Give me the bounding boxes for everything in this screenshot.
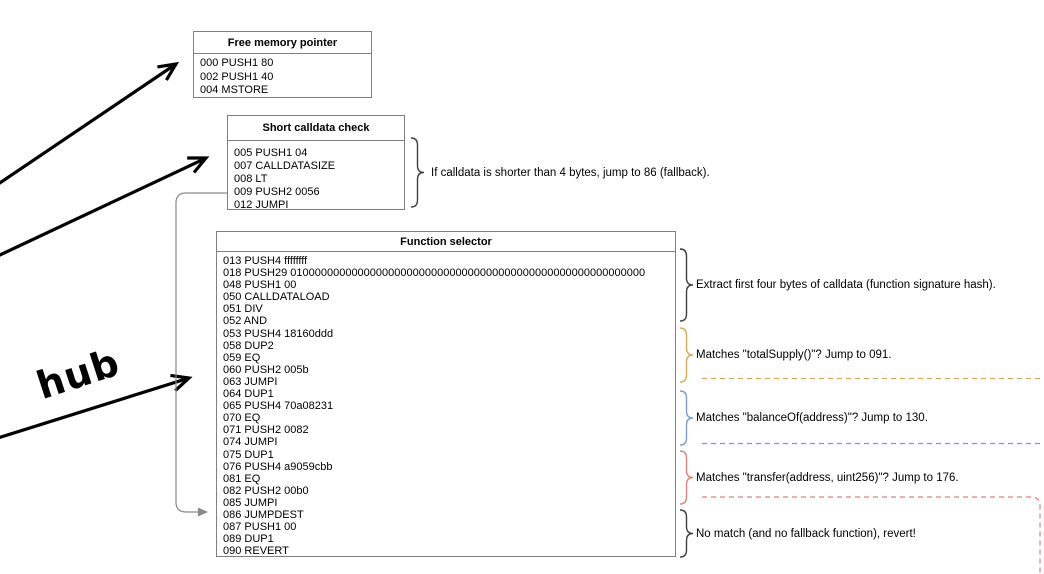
opcode-line: 012 JUMPI: [234, 199, 289, 211]
opcode-line: 002 PUSH1 40: [200, 70, 274, 83]
brace-total-supply: [679, 327, 694, 383]
opcode-line: 063 JUMPI: [223, 375, 278, 388]
opcode-line: 089 DUP1: [223, 533, 274, 546]
brace-no-match: [679, 509, 694, 558]
function-selector-title: Function selector: [217, 232, 675, 252]
short-calldata-annotation: If calldata is shorter than 4 bytes, jum…: [431, 166, 710, 179]
opcode-line: 058 DUP2: [223, 339, 274, 352]
opcode-line: 050 CALLDATALOAD: [223, 291, 330, 304]
transfer-annotation: Matches "transfer(address, uint256)"? Ju…: [696, 471, 959, 484]
opcode-line: 059 EQ: [223, 351, 261, 364]
free-memory-pointer-title: Free memory pointer: [194, 32, 371, 54]
opcode-line: 071 PUSH2 0082: [223, 424, 309, 437]
extract-selector-annotation: Extract first four bytes of calldata (fu…: [696, 279, 996, 291]
opcode-line: 009 PUSH2 0056: [234, 186, 320, 198]
opcode-line: 082 PUSH2 00b0: [223, 484, 309, 497]
opcode-line: 086 JUMPDEST: [223, 508, 304, 521]
opcode-line: 018 PUSH29 01000000000000000000000000000…: [223, 267, 646, 280]
opcode-line: 004 MSTORE: [200, 84, 269, 96]
opcode-line: 090 REVERT: [223, 545, 289, 558]
arrow-to-free-memory-pointer: [0, 61, 180, 185]
opcode-line: 008 LT: [234, 173, 268, 185]
opcode-line: 051 DIV: [223, 303, 263, 316]
brace-extract: [679, 248, 694, 322]
dashed-line-transfer: [702, 496, 1041, 574]
jump-connector-to-fallback: [175, 192, 227, 517]
opcode-line: 060 PUSH2 005b: [223, 363, 309, 376]
opcode-line: 005 PUSH1 04: [234, 147, 308, 159]
opcode-line: 007 CALLDATASIZE: [234, 160, 336, 172]
opcode-line: 065 PUSH4 70a08231: [223, 400, 334, 413]
opcode-line: 053 PUSH4 18160ddd: [223, 327, 334, 340]
jump-connector-arrowhead: [198, 507, 208, 517]
opcode-line: 076 PUSH4 a9059cbb: [223, 460, 333, 473]
balance-of-annotation: Matches "balanceOf(address)"? Jump to 13…: [696, 412, 928, 424]
opcode-line: 048 PUSH1 00: [223, 279, 297, 292]
opcode-line: 075 DUP1: [223, 448, 274, 461]
opcode-line: 087 PUSH1 00: [223, 521, 297, 534]
total-supply-annotation: Matches "totalSupply()"? Jump to 091.: [696, 349, 892, 361]
opcode-line: 000 PUSH1 80: [200, 57, 274, 69]
opcode-line: 064 DUP1: [223, 388, 274, 401]
brace-balance-of: [679, 390, 694, 446]
opcode-line: 081 EQ: [223, 472, 261, 485]
short-calldata-check-title: Short calldata check: [228, 116, 404, 141]
opcode-line: 013 PUSH4 ffffffff: [223, 255, 308, 267]
no-match-annotation: No match (and no fallback function), rev…: [696, 527, 916, 540]
brace-transfer: [679, 450, 694, 505]
brace-short-calldata: [410, 137, 425, 208]
opcode-line: 085 JUMPI: [223, 496, 278, 509]
opcode-line: 052 AND: [223, 315, 268, 328]
opcode-line: 074 JUMPI: [223, 436, 278, 449]
opcode-line: 070 EQ: [223, 412, 261, 425]
arrow-to-short-calldata-check: [0, 156, 210, 257]
